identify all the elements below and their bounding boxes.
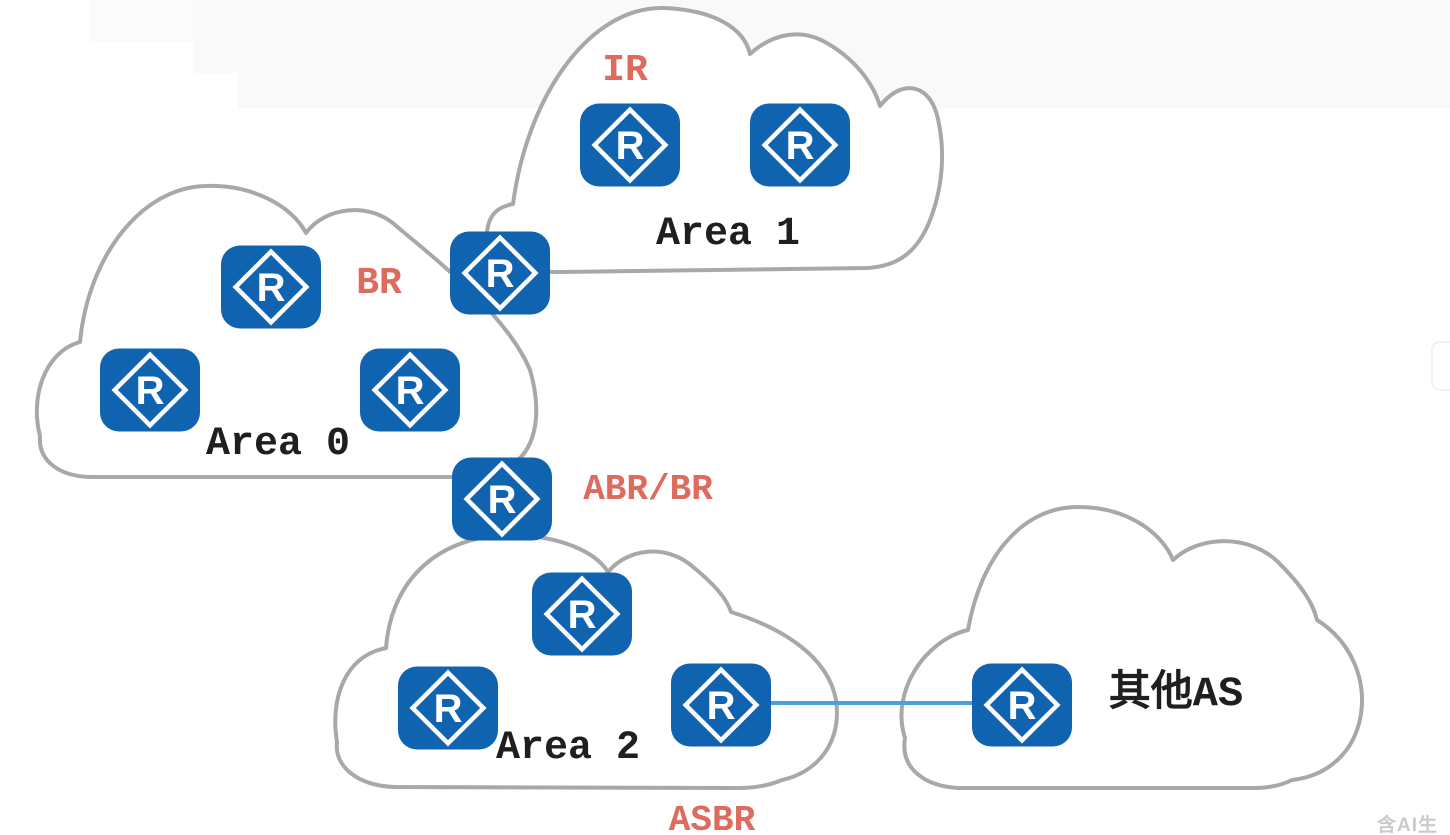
router-diamond (463, 460, 541, 538)
router-body (972, 663, 1072, 747)
area1-cloud-outline (484, 5, 945, 275)
router-letter: R (786, 124, 815, 168)
label-area1: Area 1 (655, 212, 801, 257)
router-letter: R (434, 687, 463, 731)
label-ir: IR (602, 49, 648, 92)
router-icon-abr-br: R (452, 457, 552, 541)
router-letter: R (486, 252, 515, 296)
router-body (671, 663, 771, 747)
router-body (100, 348, 200, 432)
router-diamond (591, 106, 669, 184)
router-diamond (761, 106, 839, 184)
router-letter: R (616, 124, 645, 168)
router-icon-area0-right: R (360, 348, 460, 432)
router-icon-br-boundary: R (450, 231, 550, 315)
router-letter: R (707, 684, 736, 728)
cloud-outlines (34, 5, 1364, 790)
label-area0: Area 0 (205, 422, 351, 467)
router-letter: R (1008, 684, 1037, 728)
router-letter: R (136, 369, 165, 413)
other-as-cloud-outline (899, 505, 1364, 790)
router-icon-area0-top: R (221, 245, 321, 329)
label-other-as: 其他AS (1108, 670, 1244, 718)
area2-cloud-outline (333, 532, 839, 790)
label-abr-br: ABR/BR (583, 469, 713, 510)
router-body (452, 457, 552, 541)
router-letter: R (488, 478, 517, 522)
router-diamond (682, 666, 760, 744)
router-body (532, 572, 632, 656)
router-body (580, 103, 680, 187)
edge-artifact (1431, 341, 1450, 391)
router-diamond (461, 234, 539, 312)
area0-cloud-outline (34, 183, 539, 479)
router-diamond (409, 669, 487, 747)
router-diamond (111, 351, 189, 429)
router-diamond (543, 575, 621, 653)
ai-generated-watermark: 含AI生成 (1377, 815, 1439, 835)
label-asbr: ASBR (668, 800, 756, 835)
router-diamond (983, 666, 1061, 744)
router-diamond (371, 351, 449, 429)
router-icon-area2-top: R (532, 572, 632, 656)
router-icon-area2-left: R (398, 666, 498, 750)
router-icon-area0-left: R (100, 348, 200, 432)
router-icon-other-as: R (972, 663, 1072, 747)
router-icon-asbr: R (671, 663, 771, 747)
router-letter: R (257, 266, 286, 310)
router-body (360, 348, 460, 432)
area1-cloud-fill (486, 7, 943, 273)
router-body (221, 245, 321, 329)
router-diamond (232, 248, 310, 326)
router-body (450, 231, 550, 315)
label-area2: Area 2 (495, 726, 641, 771)
router-icon-area1-right: R (750, 103, 850, 187)
label-br: BR (356, 262, 402, 305)
router-body (750, 103, 850, 187)
router-letter: R (568, 593, 597, 637)
router-letter: R (396, 369, 425, 413)
router-body (398, 666, 498, 750)
other-as-cloud-fill (901, 507, 1362, 788)
router-icon-area1-left: R (580, 103, 680, 187)
